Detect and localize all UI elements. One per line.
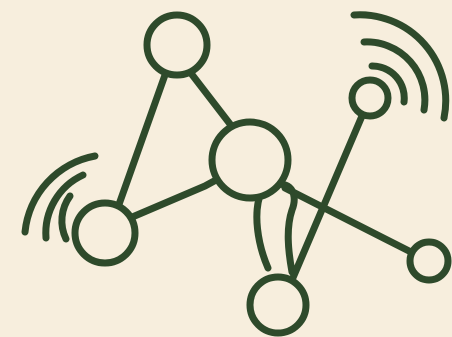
bottom-node — [250, 277, 306, 333]
top-node — [147, 15, 207, 75]
left-node — [75, 203, 135, 263]
right-node — [410, 242, 448, 280]
center-hub-node — [212, 122, 288, 198]
upper-right-node — [352, 80, 388, 116]
